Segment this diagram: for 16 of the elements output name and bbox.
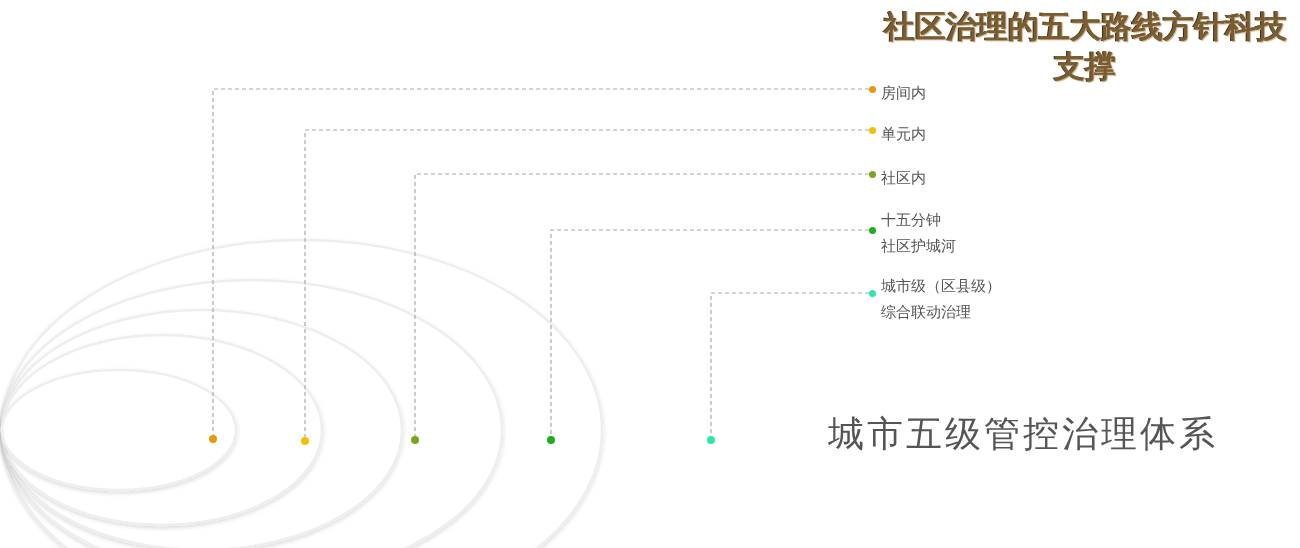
level-label: 十五分钟 社区护城河 — [881, 210, 956, 257]
system-heading: 城市五级管控治理体系 — [828, 412, 1218, 456]
title: 社区治理的五大路线方针科技支撑 — [882, 7, 1288, 85]
level-label: 社区内 — [881, 168, 926, 189]
leader-line — [550, 229, 870, 437]
level-label: 房间内 — [881, 83, 926, 104]
level-label: 城市级（区县级） 综合联动治理 — [881, 276, 1001, 323]
marker-dot — [547, 436, 555, 444]
marker-dot — [707, 436, 715, 444]
marker-dot — [411, 436, 419, 444]
level-label: 单元内 — [881, 124, 926, 145]
leader-line — [212, 88, 870, 436]
leader-line — [414, 173, 870, 437]
leader-line — [304, 129, 870, 438]
marker-dot — [209, 435, 217, 443]
marker-dot — [301, 437, 309, 445]
